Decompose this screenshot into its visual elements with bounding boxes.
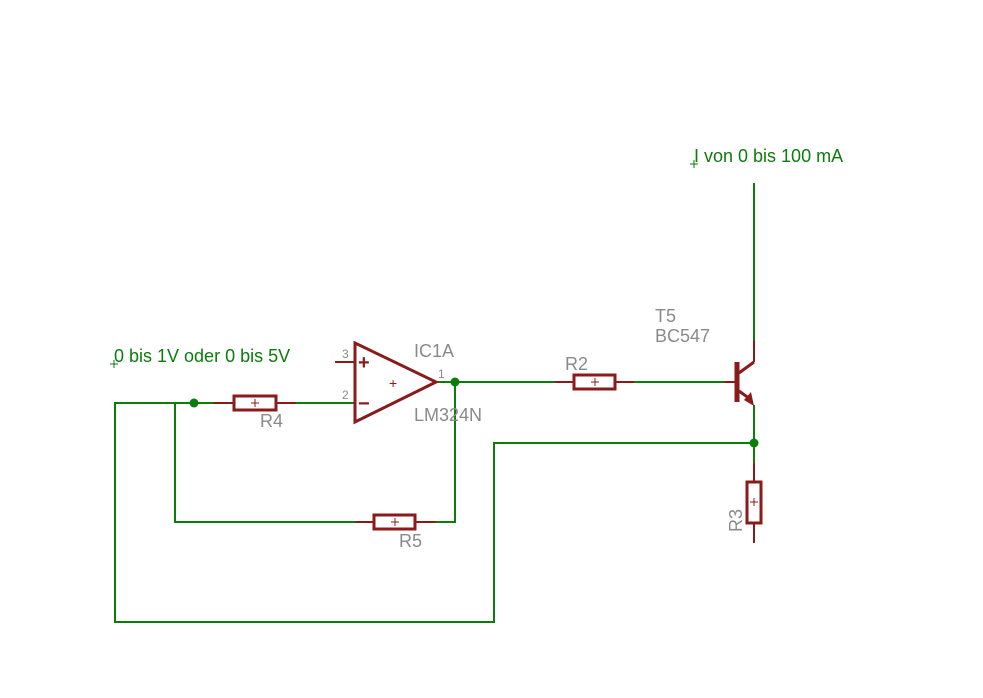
wire-feedback-right bbox=[436, 382, 456, 523]
transistor-collector-leg bbox=[738, 360, 755, 375]
transistor-name: T5 bbox=[655, 306, 676, 326]
opamp-pin-out-number: 1 bbox=[438, 367, 445, 381]
opamp-sym-center: + bbox=[389, 375, 397, 391]
opamp-triangle bbox=[353, 340, 440, 425]
transistor-value: BC547 bbox=[655, 326, 710, 346]
resistor-r2: R2 bbox=[555, 354, 634, 391]
opamp-ic1a: + − + 3 2 1 IC1A LM324N bbox=[335, 340, 482, 425]
junction-output bbox=[450, 377, 460, 387]
net-label-output: I von 0 bis 100 mA bbox=[694, 146, 843, 166]
net-label-input-group: 0 bis 1V oder 0 bis 5V bbox=[110, 346, 290, 368]
wire-input-left bbox=[114, 402, 754, 623]
opamp-value: LM324N bbox=[414, 405, 482, 425]
opamp-pin-minus-number: 2 bbox=[342, 388, 349, 402]
resistor-r3-body bbox=[745, 480, 763, 525]
net-label-input: 0 bis 1V oder 0 bis 5V bbox=[114, 346, 290, 366]
opamp-name: IC1A bbox=[414, 341, 454, 361]
resistor-r4: R4 bbox=[213, 394, 296, 431]
transistor-emitter-arrow bbox=[744, 392, 754, 406]
opamp-pin-plus-number: 3 bbox=[342, 347, 349, 361]
resistor-r5-body bbox=[372, 513, 417, 531]
wires bbox=[114, 183, 755, 623]
resistor-r3: R3 bbox=[726, 463, 763, 543]
resistor-r2-body bbox=[572, 373, 617, 391]
resistor-r3-name: R3 bbox=[726, 509, 746, 532]
junction-input bbox=[189, 398, 199, 408]
resistor-r2-name: R2 bbox=[565, 354, 588, 374]
junction-emitter bbox=[749, 438, 759, 448]
net-label-output-group: I von 0 bis 100 mA bbox=[690, 146, 843, 168]
resistor-r4-name: R4 bbox=[260, 411, 283, 431]
resistor-r5: R5 bbox=[355, 513, 436, 551]
junctions bbox=[189, 377, 759, 448]
wire-feedback-left bbox=[174, 403, 355, 523]
opamp-sym-plus: + bbox=[358, 352, 370, 374]
transistor-t5: T5 BC547 bbox=[655, 306, 755, 406]
resistor-r4-body bbox=[232, 394, 278, 412]
resistor-r5-name: R5 bbox=[399, 531, 422, 551]
opamp-sym-minus: − bbox=[358, 393, 370, 415]
